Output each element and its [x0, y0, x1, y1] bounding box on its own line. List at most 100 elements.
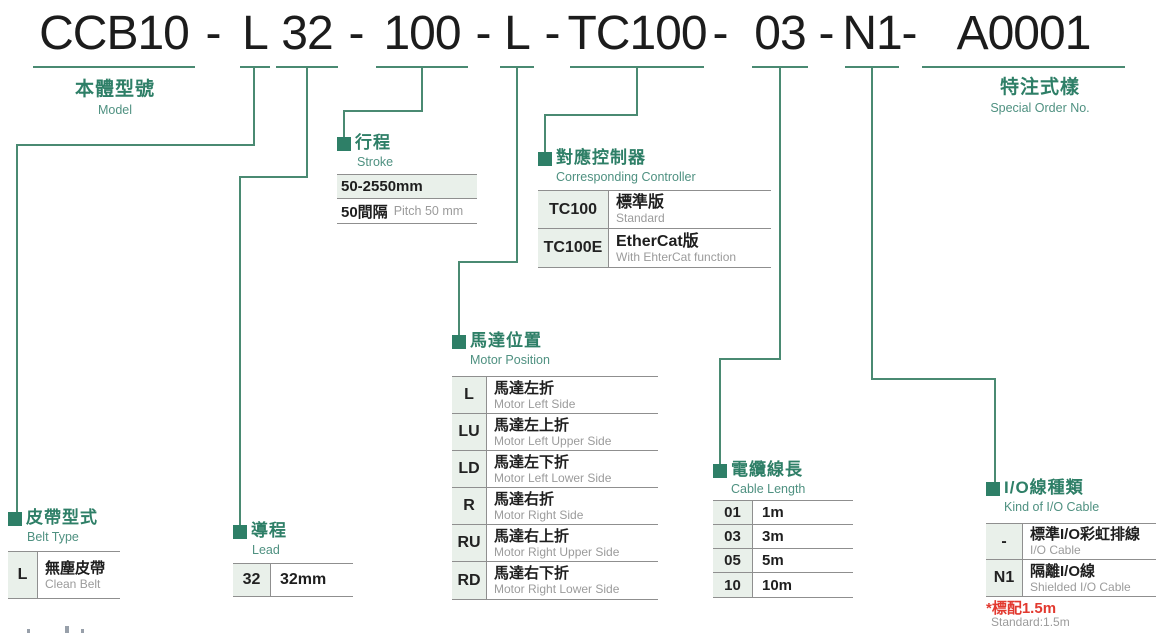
cable-code: 05 — [713, 549, 753, 572]
io-desc-en: Shielded I/O Cable — [1030, 579, 1131, 594]
connector-line — [719, 358, 781, 360]
stroke-pitch-row: 50間隔 Pitch 50 mm — [337, 199, 477, 223]
io-standard-note-red: *標配1.5m — [986, 600, 1057, 617]
connector-line — [16, 144, 18, 514]
table-row: RD 馬達右下折 Motor Right Lower Side — [452, 562, 658, 599]
controller-desc-zh: EtherCat版 — [616, 232, 699, 250]
model-code-segment-lead: 32 — [281, 6, 333, 60]
model-code-segment-cable: 03 — [754, 6, 806, 60]
connector-line — [516, 67, 518, 263]
table-row: N1 隔離I/O線 Shielded I/O Cable — [986, 560, 1156, 596]
connector-line — [458, 261, 460, 335]
io-section-subtitle: Kind of I/O Cable — [1004, 500, 1100, 514]
cable-value: 1m — [762, 504, 784, 521]
section-bullet-cable — [713, 464, 727, 478]
model-code-dash: - — [475, 6, 492, 60]
table-row: TC100 標準版 Standard — [538, 191, 771, 229]
connector-line — [343, 110, 423, 112]
stroke-pitch-en: Pitch 50 mm — [393, 204, 464, 218]
section-bullet-io — [986, 482, 1000, 496]
cable-code: 03 — [713, 525, 753, 548]
model-code-dash: - — [348, 6, 365, 60]
lead-value: 32mm — [280, 571, 327, 588]
motor-section-title: 馬達位置 — [470, 331, 542, 350]
section-bullet-lead — [233, 525, 247, 539]
motor-desc-en: Motor Right Lower Side — [494, 582, 620, 596]
motor-code: RD — [452, 562, 487, 599]
motor-desc-en: Motor Left Upper Side — [494, 433, 612, 448]
table-row: - 標準I/O彩虹排線 I/O Cable — [986, 524, 1156, 560]
connector-line — [544, 114, 546, 152]
controller-section-title: 對應控制器 — [556, 148, 646, 167]
cable-code: 10 — [713, 573, 753, 597]
belt-section-title: 皮帶型式 — [26, 508, 98, 527]
table-row: L 馬達左折 Motor Left Side — [452, 377, 658, 414]
controller-desc-en: With EhterCat function — [616, 249, 737, 264]
model-code-segment-stroke: 100 — [383, 6, 461, 60]
model-code-dash: - — [205, 6, 222, 60]
io-standard-note-gray: Standard:1.5m — [991, 615, 1070, 629]
special-order-title: 特注式樣 — [999, 77, 1080, 98]
stroke-section-title: 行程 — [355, 133, 391, 152]
controller-section-subtitle: Corresponding Controller — [556, 170, 696, 184]
model-section-title: 本體型號 — [74, 79, 155, 100]
connector-line — [253, 67, 255, 146]
cable-length-table: 01 1m 03 3m 05 5m 10 10m — [713, 500, 853, 598]
stroke-section-subtitle: Stroke — [357, 155, 394, 169]
io-desc-zh: 隔離I/O線 — [1030, 562, 1096, 580]
motor-desc-zh: 馬達右下折 — [494, 565, 570, 582]
io-desc-zh: 標準I/O彩虹排線 — [1030, 526, 1141, 543]
controller-table: TC100 標準版 Standard TC100E EtherCat版 With… — [538, 190, 771, 268]
stroke-table: 50-2550mm 50間隔 Pitch 50 mm — [337, 174, 477, 224]
artifact-speck — [27, 629, 30, 633]
motor-desc-zh: 馬達左下折 — [494, 453, 570, 471]
motor-code: LD — [452, 451, 487, 487]
stroke-range-row: 50-2550mm — [337, 175, 477, 199]
belt-type-table: L 無塵皮帶 Clean Belt — [8, 551, 120, 599]
model-code-dash: - — [544, 6, 561, 60]
table-row: RU 馬達右上折 Motor Right Upper Side — [452, 525, 658, 562]
connector-line — [994, 378, 996, 482]
model-code-segment-body: CCB10 — [39, 6, 190, 60]
motor-code: R — [452, 488, 487, 524]
section-bullet-belt — [8, 512, 22, 526]
model-code-segment-motor: L — [504, 6, 531, 60]
motor-section-subtitle: Motor Position — [470, 353, 550, 367]
connector-line — [871, 378, 996, 380]
underline-body — [33, 66, 195, 68]
table-row: 32 32mm — [233, 564, 353, 596]
motor-desc-zh: 馬達右折 — [494, 490, 555, 508]
table-row: 03 3m — [713, 525, 853, 549]
connector-line — [458, 261, 518, 263]
lead-table: 32 32mm — [233, 563, 353, 597]
motor-desc-en: Motor Right Upper Side — [494, 544, 620, 559]
cable-section-subtitle: Cable Length — [731, 482, 806, 496]
section-bullet-controller — [538, 152, 552, 166]
section-bullet-stroke — [337, 137, 351, 151]
belt-section-subtitle: Belt Type — [27, 530, 79, 544]
underline-belt — [240, 66, 270, 68]
io-code: - — [986, 524, 1023, 559]
model-section-subtitle: Model — [97, 103, 133, 117]
controller-code: TC100E — [538, 229, 609, 267]
model-code-dash: - — [901, 6, 918, 60]
connector-line — [16, 144, 255, 146]
lead-section-subtitle: Lead — [252, 543, 280, 557]
io-desc-en: I/O Cable — [1030, 543, 1081, 557]
model-code-segment-io: N1 — [842, 6, 902, 60]
table-row: TC100E EtherCat版 With EhterCat function — [538, 229, 771, 267]
lead-code: 32 — [233, 564, 271, 596]
motor-desc-zh: 馬達左上折 — [494, 416, 570, 434]
connector-line — [239, 176, 241, 525]
special-order-subtitle: Special Order No. — [990, 101, 1090, 115]
motor-code: RU — [452, 525, 487, 561]
model-code-dash: - — [818, 6, 835, 60]
artifact-speck — [65, 626, 69, 633]
cable-section-title: 電纜線長 — [731, 460, 803, 479]
motor-desc-en: Motor Right Side — [494, 507, 584, 522]
io-code: N1 — [986, 560, 1023, 596]
table-row: R 馬達右折 Motor Right Side — [452, 488, 658, 525]
belt-code: L — [8, 552, 38, 598]
connector-line — [306, 67, 308, 178]
